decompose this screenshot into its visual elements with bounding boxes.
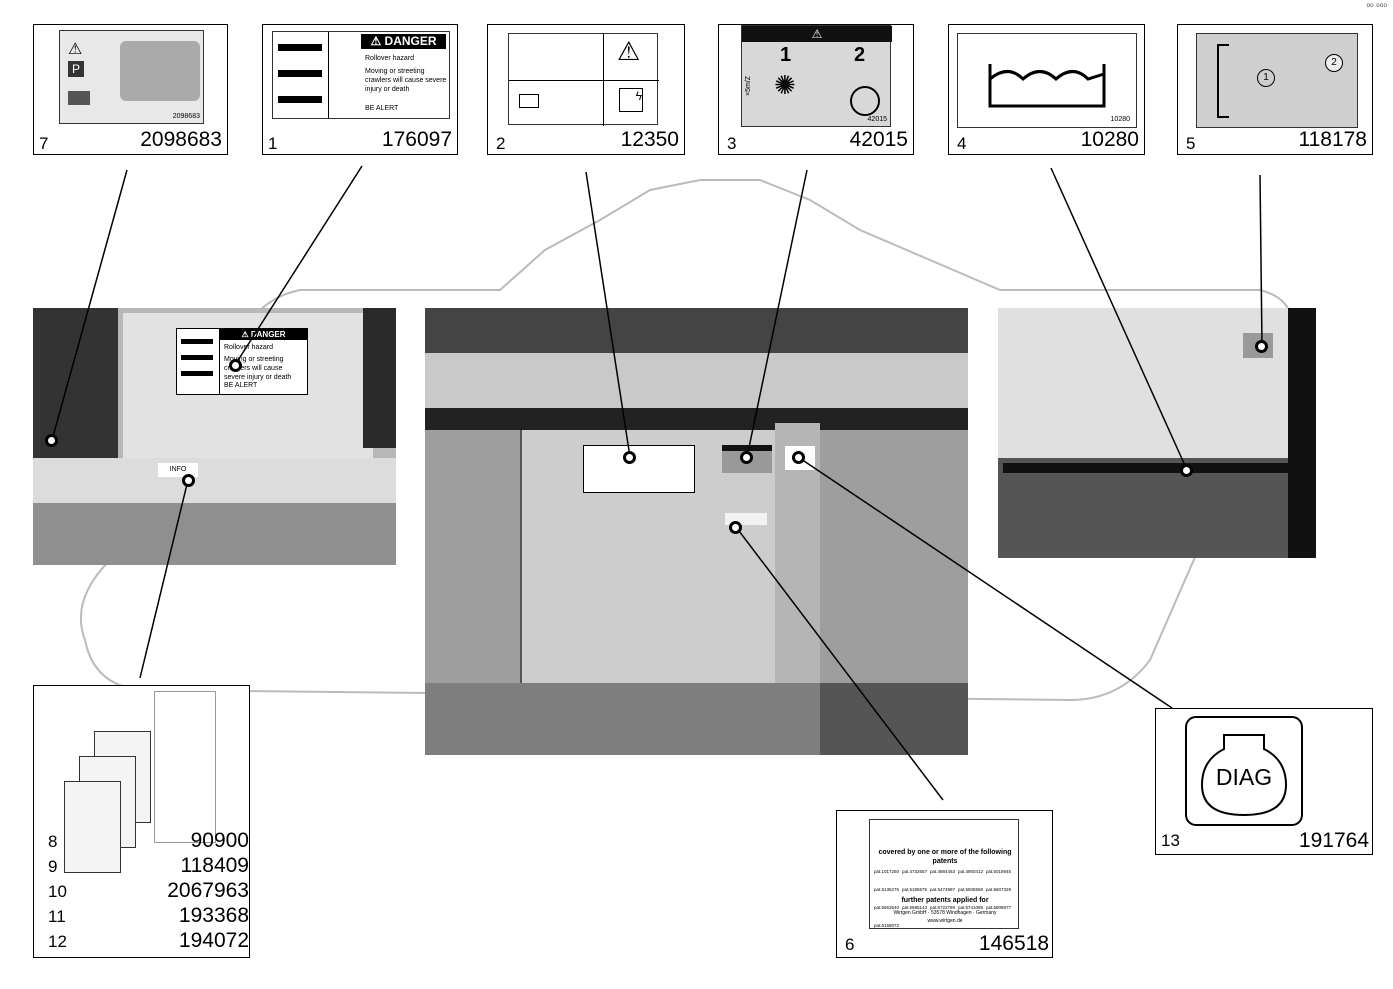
patent-number: pat.5722789 (930, 905, 956, 910)
callout-dot-13 (792, 451, 805, 464)
label-box-1: ⚠ DANGER Rollover hazard Moving or stree… (262, 24, 458, 155)
photo-center-panel (425, 308, 968, 755)
patent-number: pat.5653540 (874, 905, 900, 910)
label-box-4: 10280 4 10280 (948, 24, 1145, 155)
corner-mark: ⁰⁰ ⁰⁰⁰ (1366, 2, 1387, 12)
patent-number: pat.5018945 (986, 869, 1012, 874)
battery-icon (68, 91, 90, 105)
warning-triangle-icon: ⚠ (617, 36, 641, 66)
callout-dot-2 (623, 451, 636, 464)
label-box-2: ⚠ ϟ 2 12350 (487, 24, 685, 155)
parking-icon: P (68, 61, 84, 77)
water-level-icon (988, 64, 1106, 108)
diag-socket-icon (1185, 716, 1303, 826)
patent-number: pat.5186575 (902, 887, 928, 892)
patent-number: pat.5741085 (958, 905, 984, 910)
label-box-6: covered by one or more of the following … (836, 810, 1053, 958)
patent-number: pat.5607329 (986, 887, 1012, 892)
callout-dot-5 (1255, 340, 1268, 353)
photo-left-console: ⚠ DANGER Rollover hazard Moving or stree… (33, 308, 396, 565)
manual-holder-icon (154, 691, 216, 843)
manual-row-8: 8 90900 (48, 829, 249, 852)
rotary-switch-icon (850, 86, 880, 116)
callout-dot-6 (729, 521, 742, 534)
label-box-5: 1 2 5 118178 (1177, 24, 1373, 155)
manual-row-10: 10 2067963 (48, 879, 249, 902)
patent-number: pat.5808977 (986, 905, 1012, 910)
manuals-box: 8 90900 9 118409 10 2067963 11 193368 12… (33, 685, 250, 958)
callout-dot-4 (1180, 464, 1193, 477)
callout-dot-3 (740, 451, 753, 464)
patent-number: pat.5474997 (930, 887, 956, 892)
warning-triangle-icon: ⚠ (742, 26, 892, 42)
patent-number: pat.4884453 (930, 869, 956, 874)
battery-icon (519, 94, 539, 108)
patent-number: pat.4732657 (902, 869, 928, 874)
label-box-13: DIAG 13 191764 (1155, 708, 1373, 855)
machine-icon (120, 41, 200, 101)
callout-dot-7 (45, 434, 58, 447)
photo-info-sticker: INFO (158, 463, 198, 477)
callout-dot-info (182, 474, 195, 487)
patent-number: pat.4900412 (958, 869, 984, 874)
patent-number: pat.1017250 (874, 869, 900, 874)
manual-row-11: 11 193368 (48, 904, 249, 927)
label-box-7: ⚠ P 2098683 7 2098683 (33, 24, 228, 155)
window-frame-icon (1217, 44, 1229, 118)
patent-number: pat.5136276 (874, 887, 900, 892)
photo-danger-sticker: ⚠ DANGER Rollover hazard Moving or stree… (176, 328, 308, 395)
electric-icon: ϟ (619, 88, 643, 112)
patent-number: pat.6158072 (874, 923, 900, 928)
manual-row-9: 9 118409 (48, 854, 249, 877)
label-box-3: ⚠ 1 2 ✺ ×5m/Z 42015 3 42015 (718, 24, 914, 155)
patent-number: pat.5685144 (902, 905, 928, 910)
callout-dot-1 (229, 359, 242, 372)
warning-triangle-icon: ⚠ (68, 41, 83, 58)
patent-number: pat.5505558 (958, 887, 984, 892)
cutter-gear-icon: ✺ (774, 70, 796, 100)
manual-row-12: 12 194072 (48, 929, 249, 952)
